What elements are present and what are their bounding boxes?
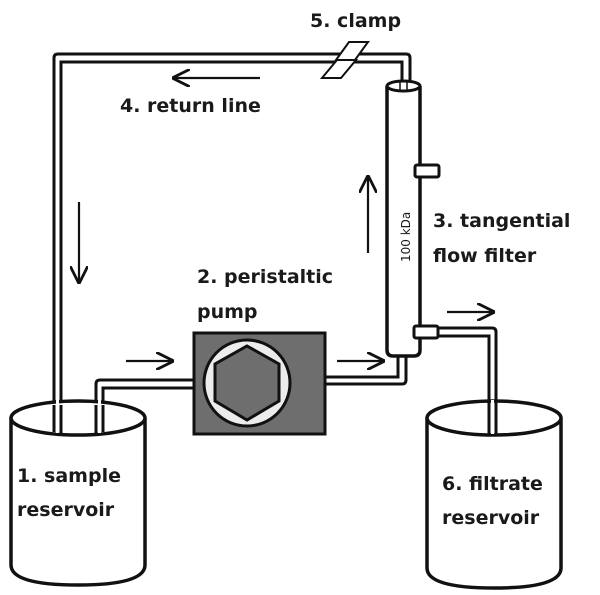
- tangential-flow-filter[interactable]: [385, 79, 441, 358]
- return-line-tube: [52, 52, 412, 420]
- filtrate-reservoir-label-2: reservoir: [442, 507, 540, 529]
- return-line-label: 4. return line: [120, 95, 261, 117]
- filter-label-2: flow filter: [433, 245, 537, 267]
- membrane-label: 100 kDa: [399, 212, 413, 262]
- peristaltic-pump[interactable]: [192, 331, 327, 436]
- pump-to-filter-tube: [325, 356, 408, 386]
- pump-label-1: 2. peristaltic: [197, 266, 333, 288]
- filter-label-1: 3. tangential: [433, 210, 570, 232]
- sample-reservoir-label-2: reservoir: [17, 499, 115, 521]
- filtrate-reservoir-label-1: 6. filtrate: [442, 473, 543, 495]
- clamp-label: 5. clamp: [310, 10, 401, 32]
- filter-port-upper: [413, 163, 441, 179]
- filter-port-lower: [412, 324, 440, 340]
- sample-reservoir-label-1: 1. sample: [17, 465, 121, 487]
- filtrate-reservoir[interactable]: [425, 399, 563, 590]
- pump-label-2: pump: [197, 301, 258, 323]
- pump-rotor-icon: [213, 344, 281, 422]
- clamp[interactable]: [319, 41, 370, 79]
- sample-reservoir[interactable]: [9, 399, 147, 587]
